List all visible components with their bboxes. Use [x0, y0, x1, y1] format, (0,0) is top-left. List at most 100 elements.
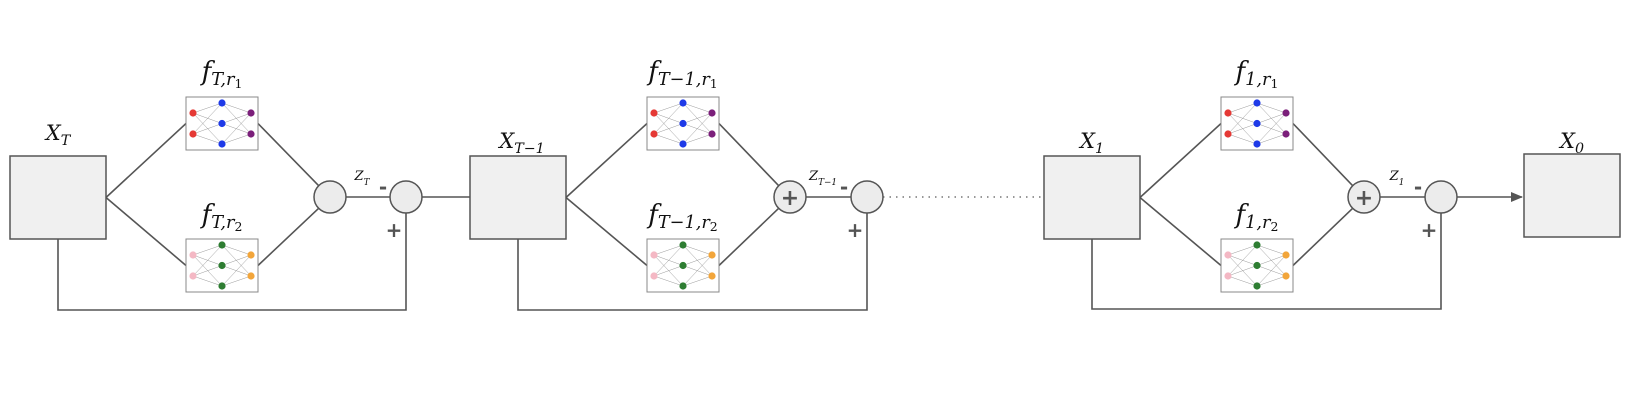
network-r1-0 — [185, 96, 259, 151]
network-r1-1-input-neuron — [650, 130, 658, 138]
network-r2-1-edge — [653, 244, 684, 277]
network-r1-0-edge — [192, 102, 223, 114]
network-r2-2-hidden-neuron — [1253, 282, 1261, 290]
sum-node-2 — [1347, 180, 1381, 214]
sum-node-1 — [773, 180, 807, 214]
network-r2-2-edge — [1256, 275, 1287, 287]
skip-connection-2 — [1091, 213, 1442, 310]
network-r1-0-hidden-neuron — [218, 140, 226, 148]
output-label: X0 — [1558, 129, 1584, 157]
network-r1-0-edge — [192, 102, 223, 135]
network-r1-2-edge — [1227, 102, 1258, 135]
network-r1-2 — [1220, 96, 1294, 151]
network-r2-1-input-neuron — [650, 272, 658, 280]
noise-label-1: ZT−1 — [808, 169, 837, 188]
plus-sign-0: + — [386, 218, 403, 242]
network-r2-0-hidden-neuron — [218, 241, 226, 249]
noise-label-0: ZT — [354, 169, 371, 188]
network-r1-2-edge — [1227, 133, 1258, 145]
network-r1-0-input-neuron — [189, 130, 197, 138]
wire-net1-to-sum-1 — [718, 122, 780, 187]
network-r1-0-edge — [221, 112, 252, 124]
wire-net1-to-sum-0 — [257, 122, 320, 187]
network-r2-0-edge — [192, 275, 223, 287]
network-r1-1-edge — [682, 112, 713, 124]
state-box-2 — [1043, 155, 1141, 240]
network-r1-1-input-neuron — [650, 109, 658, 117]
wire-box-to-net2-0 — [105, 196, 187, 267]
network-r1-0-edge — [192, 133, 223, 145]
network-r2-1-edge — [682, 254, 713, 287]
network-r1-2-edge — [1256, 112, 1287, 124]
network-r1-label-1: fT−1,r1 — [646, 57, 717, 91]
network-r2-label-0: fT,r2 — [200, 200, 243, 234]
network-r2-2-edge — [1256, 254, 1287, 287]
network-r1-1-output-neuron — [708, 130, 716, 138]
network-r2-0 — [185, 238, 259, 293]
sum-node-plus-2: + — [1355, 186, 1373, 211]
network-r1-1-hidden-neuron — [679, 119, 687, 128]
network-r2-0-edge — [221, 244, 252, 256]
sum-node-0 — [313, 180, 347, 214]
network-r2-1-edge — [682, 275, 713, 287]
network-r2-0-edge — [192, 244, 223, 277]
wire-box-to-net2-1 — [565, 196, 648, 267]
network-r1-0-edge — [221, 102, 252, 114]
network-r1-1-edge — [682, 133, 713, 145]
wires-layer — [57, 122, 1523, 311]
subtract-node-2 — [1424, 180, 1458, 214]
network-r2-label-2: f1,r2 — [1234, 200, 1279, 234]
network-r1-2-output-neuron — [1282, 109, 1290, 117]
output-box — [1523, 153, 1621, 238]
network-r1-1-hidden-neuron — [679, 99, 687, 107]
network-r1-1-edge — [653, 133, 684, 145]
network-r1-1-output-neuron — [708, 109, 716, 117]
network-r2-1-edge — [653, 275, 684, 287]
network-r1-0-edge — [221, 133, 252, 145]
network-r2-2-input-neuron — [1224, 251, 1232, 259]
noise-label-2: Z1 — [1389, 169, 1405, 188]
minus-sign-2: - — [1414, 175, 1422, 199]
subtract-node-0 — [389, 180, 423, 214]
network-r1-2-output-neuron — [1282, 130, 1290, 138]
state-label-1: XT−1 — [497, 129, 545, 157]
network-r2-0-edge — [192, 244, 223, 256]
state-box-0 — [9, 155, 107, 240]
wire-box-to-net2-2 — [1139, 196, 1222, 267]
network-r2-1-hidden-neuron — [679, 261, 687, 270]
network-r1-2-input-neuron — [1224, 109, 1232, 117]
network-r2-2-edge — [1256, 254, 1287, 266]
network-r2-2-output-neuron — [1282, 251, 1290, 259]
network-r1-label-2: f1,r1 — [1234, 57, 1279, 91]
network-r2-1-hidden-neuron — [679, 282, 687, 290]
network-r2-2-edge — [1227, 244, 1258, 256]
network-r2-0-output-neuron — [247, 251, 255, 259]
network-r2-2-input-neuron — [1224, 272, 1232, 280]
network-r1-2-edge — [1227, 123, 1258, 135]
subtract-node-1 — [850, 180, 884, 214]
network-r2-0-edge — [221, 275, 252, 287]
network-r2-2-hidden-neuron — [1253, 261, 1261, 270]
network-r1-0-hidden-neuron — [218, 99, 226, 107]
network-r1-2-edge — [1256, 102, 1287, 114]
network-r1-2-hidden-neuron — [1253, 99, 1261, 107]
network-r2-1-output-neuron — [708, 251, 716, 259]
network-r2-0-edge — [221, 254, 252, 266]
wire-net2-to-sum-1 — [718, 207, 780, 267]
network-r1-1-edge — [653, 102, 684, 135]
network-r1-1-edge — [682, 112, 713, 145]
network-r2-0-hidden-neuron — [218, 261, 226, 270]
network-r2-1-output-neuron — [708, 272, 716, 280]
shapes-layer — [9, 96, 1621, 293]
state-label-2: X1 — [1078, 129, 1104, 157]
wire-net2-to-sum-0 — [257, 207, 320, 267]
plus-sign-2: + — [1421, 218, 1438, 242]
network-r2-0-edge — [221, 254, 252, 287]
minus-sign-0: - — [379, 175, 387, 199]
network-r1-2-hidden-neuron — [1253, 140, 1261, 148]
network-r1-1-edge — [653, 123, 684, 135]
wire-box-to-net1-1 — [565, 122, 648, 199]
network-r2-2-edge — [1227, 244, 1258, 277]
network-r2-label-1: fT−1,r2 — [646, 200, 717, 234]
